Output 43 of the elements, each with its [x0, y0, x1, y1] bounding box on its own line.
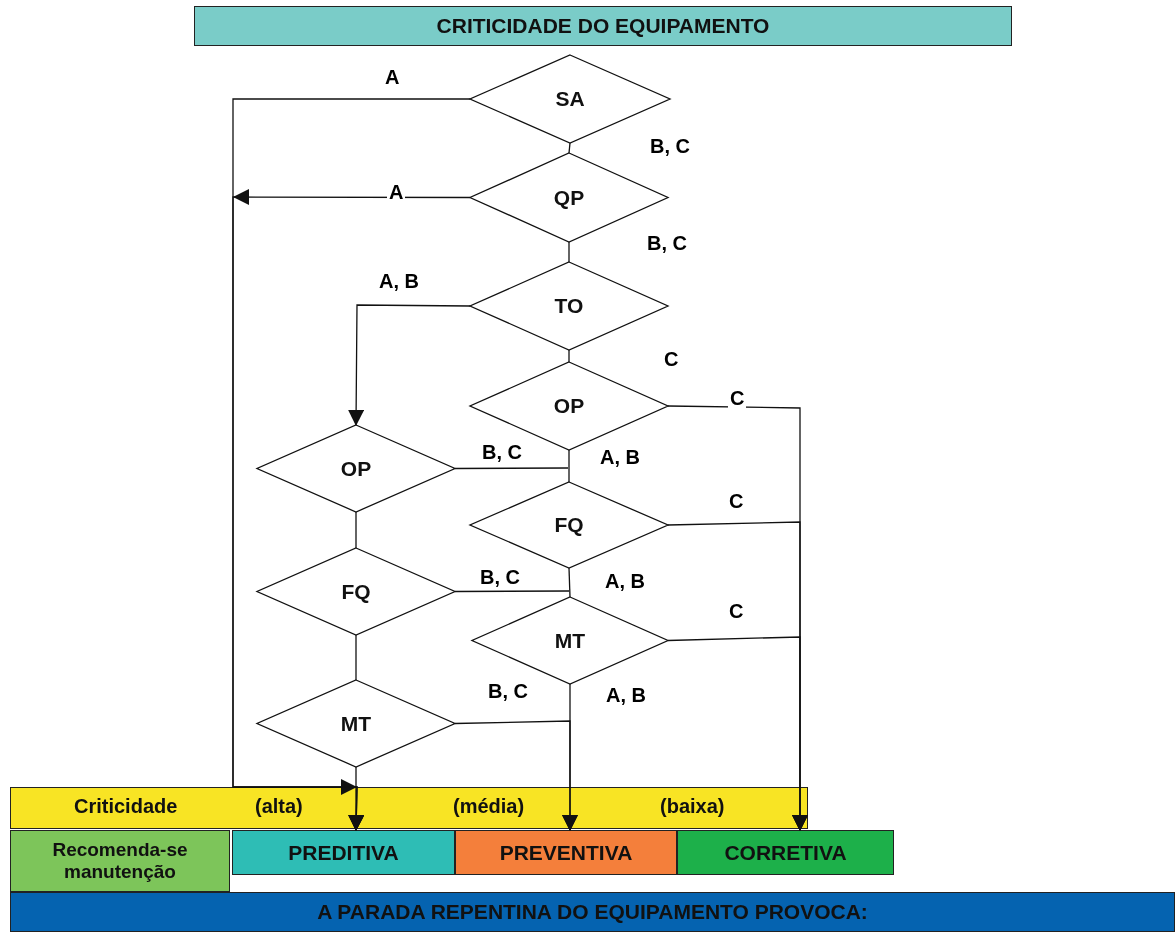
decision-diamond: [257, 425, 455, 512]
decision-label: SA: [555, 87, 585, 111]
maintenance-type-box: [232, 830, 455, 875]
arrow: [454, 720, 578, 831]
maintenance-type-box: [455, 830, 677, 875]
box-text: PREVENTIVA: [499, 840, 633, 865]
criticality-level: (baixa): [660, 795, 725, 818]
decision-diamond: [257, 548, 455, 635]
box-text: A PARADA REPENTINA DO EQUIPAMENTO PROVOCA:: [317, 900, 868, 924]
decision-label: MT: [340, 711, 372, 736]
decision-label: QP: [553, 185, 585, 210]
criticality-level: (média): [453, 795, 525, 818]
connector-line: [568, 142, 571, 154]
connector-line: [454, 590, 570, 593]
decision-diamond: [470, 482, 668, 568]
decision-diamond: [470, 262, 668, 350]
connector-line: [568, 241, 570, 263]
row-header: [10, 830, 230, 892]
decision-label: OP: [340, 456, 372, 481]
connector-line: [568, 349, 570, 363]
arrow: [348, 304, 471, 426]
decision-diamond: [257, 680, 455, 767]
criticality-level: (alta): [255, 795, 303, 818]
connector-line: [568, 567, 571, 598]
title-text: CRITICIDADE DO EQUIPAMENTO: [436, 14, 770, 38]
box-text: Recomenda-se manutenção: [51, 839, 189, 883]
decision-label: MT: [554, 628, 586, 653]
connector-line: [355, 634, 357, 681]
connector-line: [568, 449, 570, 483]
decision-label: OP: [553, 394, 585, 418]
decision-label: FQ: [554, 513, 584, 537]
arrow: [667, 636, 808, 831]
connector-line: [454, 467, 569, 470]
band-heading: Criticidade: [74, 795, 178, 818]
decision-label: TO: [554, 294, 584, 318]
decision-diamond: [472, 597, 668, 684]
maintenance-type-box: [677, 830, 894, 875]
decision-label: FQ: [341, 579, 371, 604]
arrow: [348, 766, 364, 831]
box-text: PREDITIVA: [288, 840, 399, 865]
box-text: CORRETIVA: [724, 840, 847, 865]
connector-line: [355, 511, 357, 549]
footer-bar: [10, 892, 1175, 932]
